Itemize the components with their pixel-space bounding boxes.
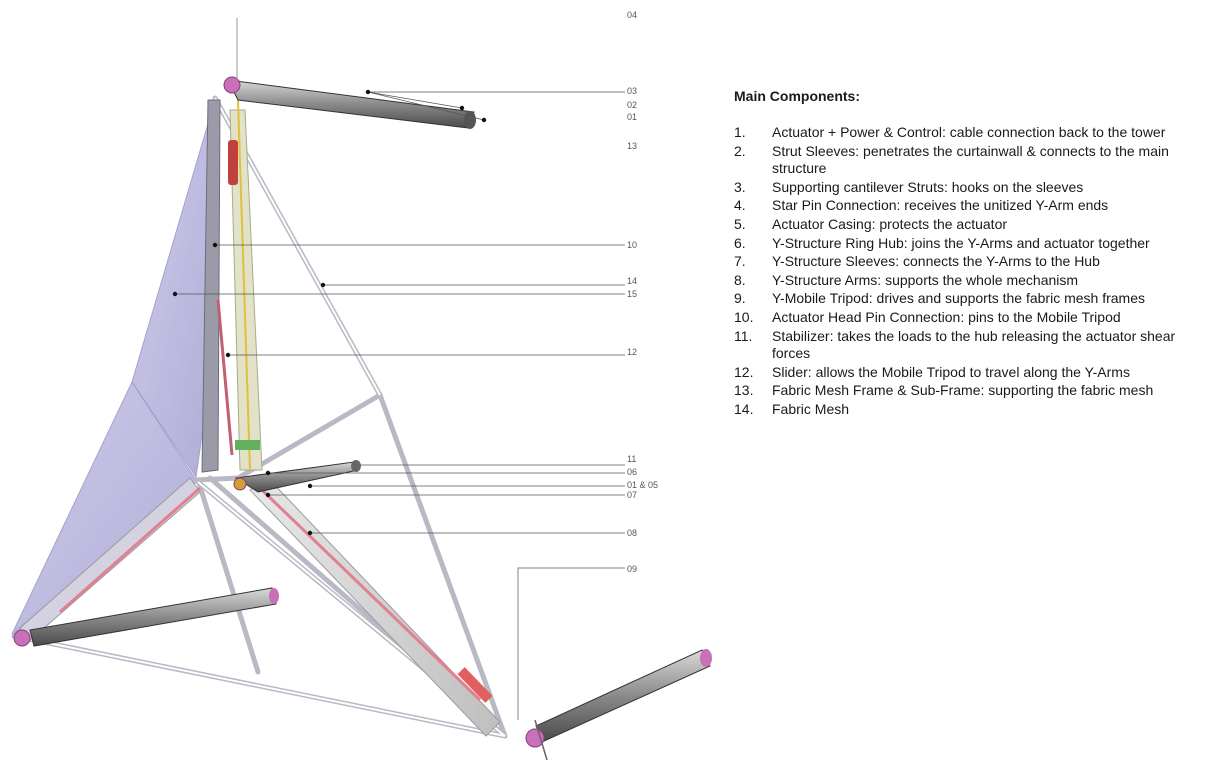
list-item: 4. Star Pin Connection: receives the unit… (734, 197, 1214, 215)
item-number: 4. (734, 197, 746, 214)
item-text: Fabric Mesh Frame & Sub-Frame: supportin… (772, 382, 1154, 399)
item-number: 8. (734, 271, 746, 288)
star-pin-top (223, 76, 241, 94)
list-item: 6. Y-Structure Ring Hub: joins the Y-Arms… (734, 235, 1214, 253)
item-number: 3. (734, 178, 746, 195)
callout-labels: 04 03 02 01 13 10 14 15 12 11 06 01 & 05… (627, 10, 658, 574)
item-number: 9. (734, 290, 746, 307)
item-number: 5. (734, 215, 746, 232)
callout-08: 08 (627, 528, 637, 538)
y-arm-upper (201, 99, 221, 473)
callout-07: 07 (627, 490, 637, 500)
frame-member (195, 477, 261, 675)
y-arm-center (229, 109, 263, 471)
item-text: Y-Structure Arms: supports the whole mec… (772, 271, 1079, 288)
component-list: 1. Actuator + Power & Control: cable conn… (734, 124, 1214, 419)
frame-member (377, 392, 508, 739)
item-text: Y-Mobile Tripod: drives and supports the… (772, 290, 1145, 307)
cantilever-struts (29, 79, 712, 743)
item-number: 1. (734, 124, 746, 140)
item-text: Stabilizer: takes the loads to the hub r… (772, 327, 1176, 362)
y-structure-arms (19, 99, 501, 737)
star-pin-connections (13, 76, 545, 748)
item-text: Actuator + Power & Control: cable connec… (772, 124, 1166, 140)
main-components-panel: Main Components: 1. Actuator + Power & Co… (734, 88, 1214, 420)
item-text: Y-Structure Ring Hub: joins the Y-Arms a… (772, 234, 1150, 251)
callout-14: 14 (627, 276, 637, 286)
components-title: Main Components: (734, 88, 860, 104)
item-text: Y-Structure Sleeves: connects the Y-Arms… (772, 253, 1100, 270)
fabric-mesh-frame-clamp (228, 140, 238, 185)
item-number: 14. (734, 400, 754, 417)
callout-01: 01 (627, 112, 637, 122)
callout-01-05: 01 & 05 (627, 480, 658, 490)
strut-lower-right (535, 649, 711, 743)
star-pin-right (525, 728, 545, 748)
callout-11: 11 (627, 454, 636, 464)
item-number: 7. (734, 253, 746, 270)
callout-12: 12 (627, 347, 637, 357)
strut-lower-left (29, 587, 277, 647)
actuator-rod (237, 99, 251, 471)
y-arm-lower-right (249, 477, 501, 737)
item-text: Actuator Head Pin Connection: pins to th… (772, 308, 1121, 325)
list-item: 7. Y-Structure Sleeves: connects the Y-Ar… (734, 253, 1214, 271)
callout-10: 10 (627, 240, 637, 250)
list-item: 3. Supporting cantilever Struts: hooks on… (734, 179, 1214, 197)
list-item: 8. Y-Structure Arms: supports the whole m… (734, 272, 1214, 290)
item-number: 10. (734, 308, 754, 325)
list-item: 11. Stabilizer: takes the loads to the hu… (734, 328, 1214, 363)
item-text: Strut Sleeves: penetrates the curtainwal… (772, 142, 1169, 177)
callout-02: 02 (627, 100, 637, 110)
item-text: Fabric Mesh (772, 400, 850, 417)
callout-06: 06 (627, 467, 637, 477)
list-item: 9. Y-Mobile Tripod: drives and supports t… (734, 290, 1214, 308)
item-text: Supporting cantilever Struts: hooks on t… (772, 178, 1084, 195)
callout-15: 15 (627, 289, 637, 299)
item-text: Slider: allows the Mobile Tripod to trav… (772, 363, 1130, 380)
callout-13: 13 (627, 141, 637, 151)
item-number: 6. (734, 234, 746, 251)
callout-03: 03 (627, 86, 637, 96)
frame-member (193, 475, 241, 483)
list-item: 5. Actuator Casing: protects the actuator (734, 216, 1214, 234)
item-text: Star Pin Connection: receives the unitiz… (772, 197, 1109, 214)
item-number: 11. (734, 327, 753, 344)
callout-04: 04 (627, 10, 637, 20)
list-item: 10. Actuator Head Pin Connection: pins to… (734, 309, 1214, 327)
callout-leaders (175, 91, 625, 720)
list-item: 14. Fabric Mesh (734, 401, 1214, 419)
slider-track (216, 299, 234, 456)
item-text: Actuator Casing: protects the actuator (772, 215, 1008, 232)
list-item: 13. Fabric Mesh Frame & Sub-Frame: suppor… (734, 382, 1214, 400)
list-item: 1. Actuator + Power & Control: cable conn… (734, 124, 1214, 142)
list-item: 12. Slider: allows the Mobile Tripod to t… (734, 364, 1214, 382)
ring-hub (233, 477, 247, 491)
item-number: 13. (734, 382, 754, 399)
list-item: 2. Strut Sleeves: penetrates the curtainw… (734, 143, 1214, 178)
strut-top-end (464, 111, 476, 129)
star-pin-left (13, 629, 31, 647)
callout-09: 09 (627, 564, 637, 574)
item-number: 12. (734, 363, 754, 380)
item-number: 2. (734, 142, 746, 159)
